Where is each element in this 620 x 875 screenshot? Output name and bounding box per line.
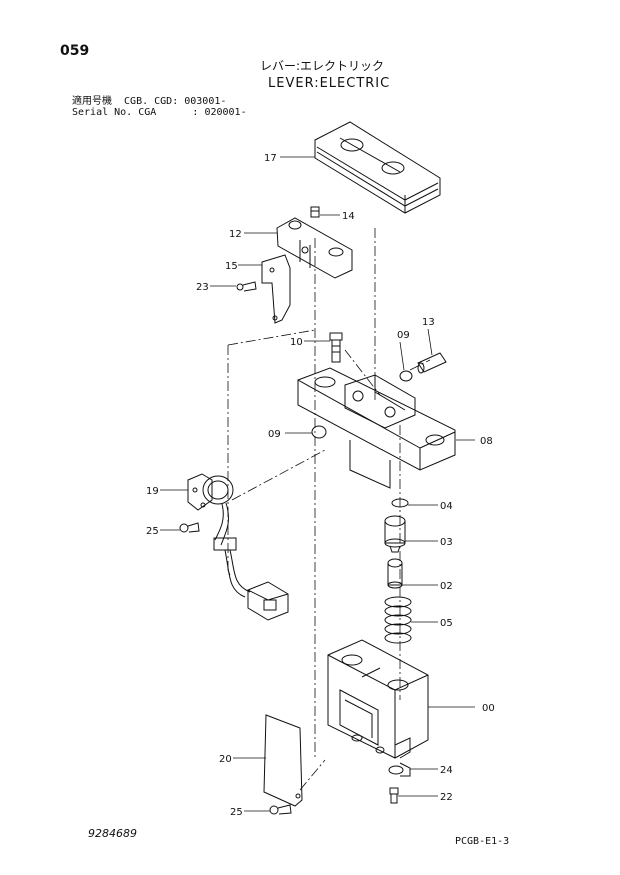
callout-03: 03 <box>440 537 453 548</box>
callout-25-lower: 25 <box>230 807 243 818</box>
callout-15: 15 <box>225 261 238 272</box>
assembly-centerlines <box>227 228 431 791</box>
part-25-screw-lower <box>269 804 292 815</box>
callout-24: 24 <box>440 765 453 776</box>
page-code: PCGB-E1-3 <box>455 836 510 847</box>
serial-range-line-2: Serial No. CGA : 020001- <box>72 107 247 118</box>
callout-09-upper: 09 <box>397 330 410 341</box>
part-24-clip <box>388 762 411 777</box>
part-20-cover-plate <box>263 714 303 807</box>
part-09-bushing-lower <box>311 425 327 439</box>
part-03-plunger <box>384 515 406 553</box>
callout-00: 00 <box>482 703 495 714</box>
part-09-bushing-upper <box>399 370 413 382</box>
part-14-screw <box>310 206 320 218</box>
callout-02: 02 <box>440 581 453 592</box>
callout-19: 19 <box>146 486 159 497</box>
callout-labels: 17 14 12 15 23 10 09 13 09 08 19 25 04 0… <box>146 153 495 818</box>
callout-10: 10 <box>290 337 303 348</box>
callout-04: 04 <box>440 501 453 512</box>
callout-12: 12 <box>229 229 242 240</box>
callout-20: 20 <box>219 754 232 765</box>
part-13-pin <box>417 352 447 374</box>
callout-14: 14 <box>342 211 355 222</box>
part-25-screw-upper <box>179 522 200 533</box>
part-10-bolt <box>329 332 343 363</box>
leader-lines <box>160 156 475 812</box>
part-19-sensor <box>187 473 289 621</box>
part-17-rubber-cover <box>314 121 441 214</box>
part-12-bracket <box>276 217 353 279</box>
callout-08: 08 <box>480 436 493 447</box>
callout-13: 13 <box>422 317 435 328</box>
callout-23: 23 <box>196 282 209 293</box>
callout-05: 05 <box>440 618 453 629</box>
part-08-lever-block <box>297 367 456 489</box>
callout-25-upper: 25 <box>146 526 159 537</box>
part-04-o-ring <box>391 498 409 508</box>
callout-22: 22 <box>440 792 453 803</box>
page-number: 059 <box>60 43 90 59</box>
part-05-spring <box>384 596 412 644</box>
title-japanese: レバー:エレクトリック <box>260 59 385 73</box>
title-english: LEVER:ELECTRIC <box>268 76 391 91</box>
serial-range-line-1: 適用号機 CGB. CGD: 003001- <box>72 96 227 107</box>
callout-09-lower: 09 <box>268 429 281 440</box>
part-23-screw <box>236 281 257 292</box>
part-00-housing <box>327 639 429 759</box>
document-number: 9284689 <box>88 827 137 840</box>
part-22-bolt <box>389 787 399 804</box>
callout-17: 17 <box>264 153 277 164</box>
part-15-plate <box>261 254 291 324</box>
